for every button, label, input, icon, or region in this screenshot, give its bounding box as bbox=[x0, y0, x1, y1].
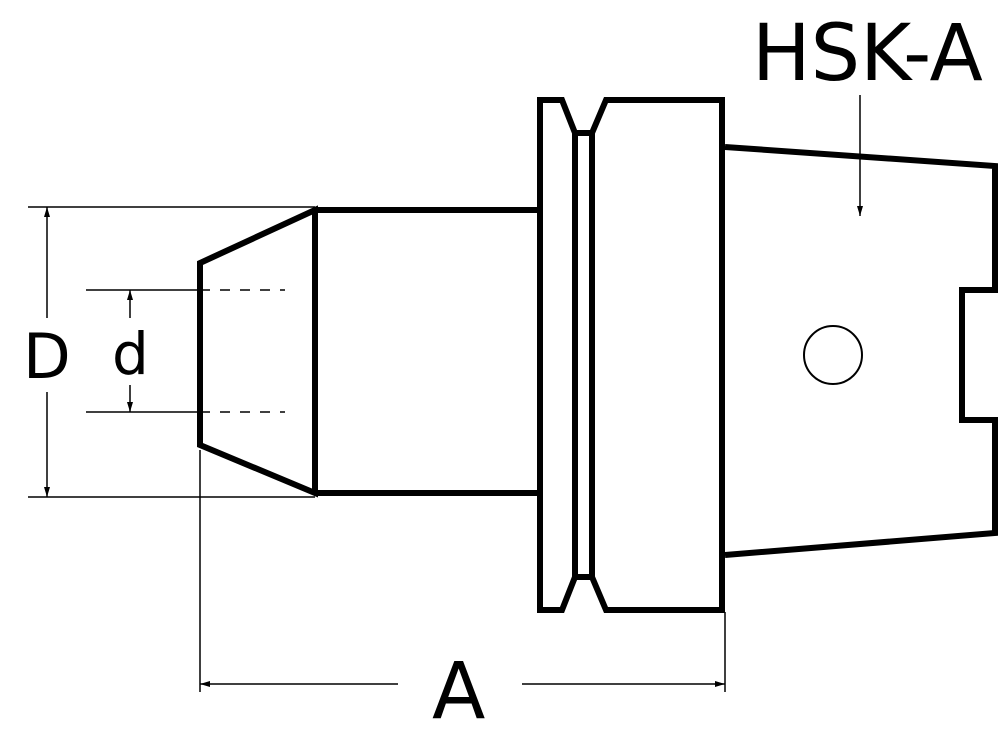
flange-groove bbox=[572, 133, 595, 577]
shank-body bbox=[315, 207, 540, 496]
label-d: d bbox=[112, 320, 149, 388]
flange-collar bbox=[537, 97, 725, 613]
collet-nose-cone bbox=[197, 205, 318, 498]
label-A: A bbox=[432, 647, 485, 737]
title-hsk-a: HSK-A bbox=[752, 9, 983, 99]
hsk-taper-shank bbox=[724, 144, 998, 558]
hsk-cross-hole bbox=[803, 325, 863, 385]
label-D: D bbox=[23, 320, 71, 393]
